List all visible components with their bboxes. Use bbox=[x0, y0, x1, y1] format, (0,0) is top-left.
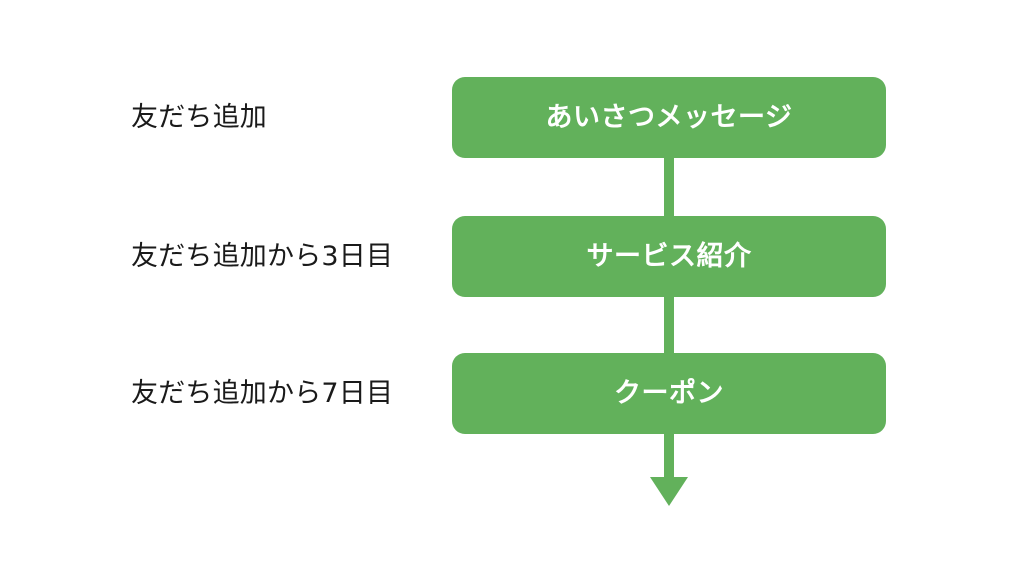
arrow-down-icon bbox=[650, 477, 688, 506]
connector-arrow-2 bbox=[664, 294, 674, 356]
stage-label-3: 友だち追加から7日目 bbox=[131, 377, 394, 409]
connector-arrow-3-stem bbox=[664, 431, 674, 481]
connector-arrow-1 bbox=[664, 155, 674, 219]
step-box-greeting-message[interactable]: あいさつメッセージ bbox=[452, 77, 886, 158]
step-box-service-introduction[interactable]: サービス紹介 bbox=[452, 216, 886, 297]
step-box-label-2: サービス紹介 bbox=[586, 241, 752, 272]
stage-label-2: 友だち追加から3日目 bbox=[131, 240, 394, 272]
step-box-label-1: あいさつメッセージ bbox=[545, 102, 793, 133]
stage-label-1: 友だち追加 bbox=[131, 101, 267, 133]
step-box-label-3: クーポン bbox=[614, 378, 724, 409]
step-box-coupon[interactable]: クーポン bbox=[452, 353, 886, 434]
